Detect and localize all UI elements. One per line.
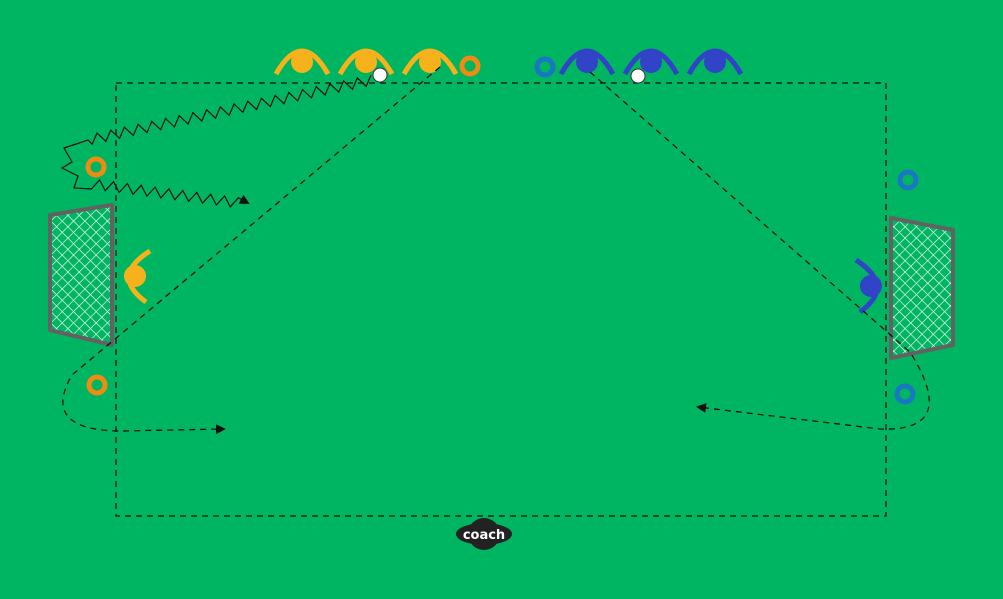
goalkeeper-orange bbox=[124, 248, 152, 305]
cone-icon bbox=[897, 169, 919, 191]
goal-right bbox=[889, 216, 955, 360]
player-icon bbox=[401, 48, 459, 76]
field-boundary bbox=[115, 82, 887, 517]
dribble-path bbox=[60, 74, 372, 208]
player-icon bbox=[558, 48, 616, 76]
goal-icon bbox=[889, 216, 955, 360]
dashed-run-blue bbox=[589, 71, 930, 430]
coach-marker: coach bbox=[456, 518, 512, 550]
player-icon bbox=[686, 48, 744, 76]
player-icon bbox=[273, 48, 331, 76]
coach-label: coach bbox=[463, 528, 505, 543]
goal-icon bbox=[48, 203, 114, 347]
goalkeeper-blue bbox=[854, 257, 882, 315]
ball-icon bbox=[372, 67, 388, 83]
blue-queue bbox=[558, 48, 744, 76]
movement-lines bbox=[60, 66, 930, 435]
cone-icon bbox=[534, 56, 556, 78]
orange-queue bbox=[273, 48, 459, 76]
cone-icon bbox=[894, 383, 916, 405]
player-icon bbox=[622, 48, 680, 76]
cone-icon bbox=[85, 156, 107, 178]
goal-left bbox=[48, 203, 114, 347]
player-icon bbox=[337, 48, 395, 76]
cones bbox=[85, 55, 919, 405]
ball-icon bbox=[630, 68, 646, 84]
dashed-run-orange bbox=[62, 66, 441, 435]
cone-icon bbox=[459, 55, 481, 77]
balls bbox=[372, 67, 646, 84]
cone-icon bbox=[86, 374, 108, 396]
